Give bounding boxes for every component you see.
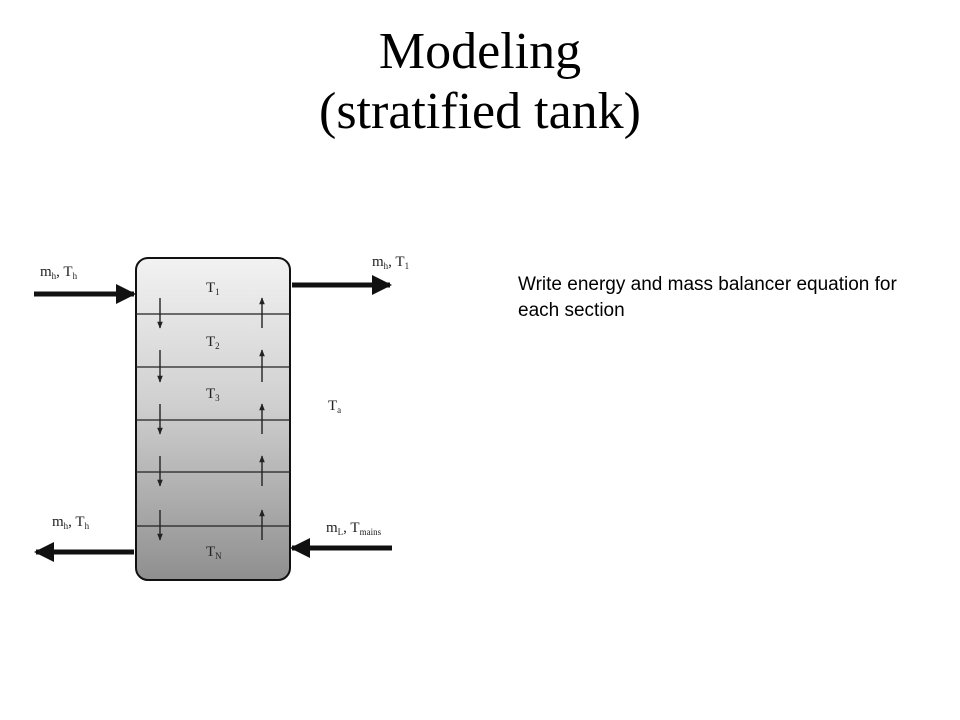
instruction-note: Write energy and mass balancer equation …: [518, 274, 897, 321]
inlet-top-label: mh, Th: [40, 264, 78, 281]
node-3-temp: T3: [206, 386, 220, 403]
title-line-2: (stratified tank): [319, 83, 641, 140]
slide-title: Modeling (stratified tank): [0, 22, 960, 142]
node-n-temp: TN: [206, 544, 222, 561]
section-dividers: [136, 313, 290, 527]
outlet-bottom-label: mh, Th: [52, 514, 90, 531]
node-1-temp: T1: [206, 280, 220, 297]
outlet-top-label: mh, T1: [372, 254, 409, 271]
node-2-temp: T2: [206, 334, 220, 351]
ambient-temp-label: Ta: [328, 398, 341, 415]
inlet-bottom-label: mL, Tmains: [326, 520, 382, 537]
flow-pipes: [34, 275, 392, 562]
tank-body: [135, 257, 291, 581]
title-line-1: Modeling: [378, 23, 582, 80]
